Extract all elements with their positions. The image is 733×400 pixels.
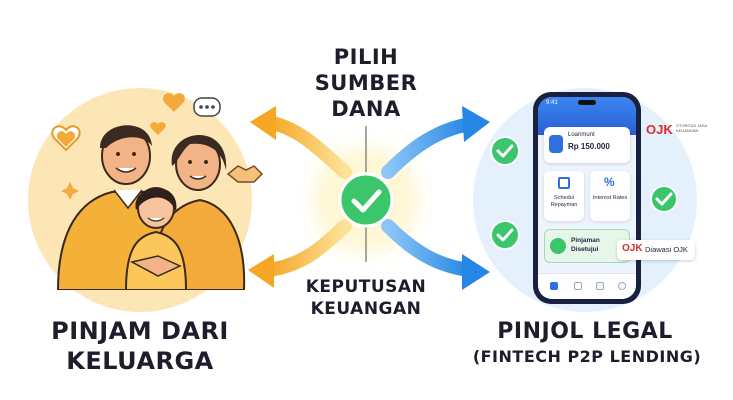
phone-frame: 9:41 Loanmunt Rp 150.000 Schedul Repayma…	[533, 92, 641, 304]
money-bag-icon	[549, 135, 563, 153]
approval-card[interactable]: Pinjaman Disetujui	[544, 229, 630, 263]
arrow-to-family-top	[250, 106, 352, 179]
arrow-to-pinjol-bottom	[381, 219, 490, 290]
left-title-line-2: KELUARGA	[66, 347, 214, 375]
center-subtitle: KEPUTUSAN KEUANGAN	[281, 276, 451, 320]
center-title-line-3: DANA	[331, 97, 401, 121]
arrow-to-pinjol-top	[381, 106, 490, 179]
center-subtitle-line-2: KEUANGAN	[310, 299, 422, 319]
tile-interest[interactable]: % Interest Rates	[590, 171, 630, 221]
check-icon	[650, 185, 678, 213]
phone-screen: 9:41 Loanmunt Rp 150.000 Schedul Repayma…	[538, 97, 636, 299]
phone-notch	[578, 100, 596, 105]
ojk-caption: OTORITAS JASA KEUANGAN	[676, 123, 707, 133]
ojk-badge-logo: OJK	[622, 243, 643, 254]
profile-icon[interactable]	[618, 282, 626, 290]
left-title-line-1: PINJAM DARI	[51, 317, 229, 345]
center-check-icon	[338, 172, 394, 228]
ojk-badge-text: Diawasi OJK	[645, 245, 688, 254]
bottom-nav	[538, 273, 636, 299]
status-time: 9:41	[546, 100, 558, 106]
approval-text: Pinjaman Disetujui	[571, 237, 600, 253]
right-subtitle: (FINTECH P2P LENDING)	[472, 347, 702, 366]
arrow-to-family-bottom	[248, 219, 352, 288]
left-title: PINJAM DARI KELUARGA	[50, 316, 230, 376]
family-illustration	[51, 93, 264, 290]
calendar-icon	[558, 177, 570, 189]
percent-icon: %	[604, 175, 615, 189]
list-icon[interactable]	[574, 282, 582, 290]
approved-check-icon	[550, 238, 566, 254]
heart-icon	[150, 122, 166, 135]
handshake-icon	[226, 165, 264, 183]
heart-icon	[163, 93, 185, 112]
tile-repayment[interactable]: Schedul Repayman	[544, 171, 584, 221]
chat-bubble-icon	[193, 97, 221, 117]
home-icon[interactable]	[550, 282, 558, 290]
ojk-logo-text: OJK	[646, 122, 673, 137]
center-subtitle-line-1: KEPUTUSAN	[305, 277, 427, 297]
tile-interest-label: Interest Rates	[592, 195, 628, 201]
check-icon	[490, 136, 520, 166]
center-title-line-1: PILIH	[333, 45, 399, 69]
center-title: PILIH SUMBER DANA	[296, 44, 436, 122]
loan-label: Loanmunt	[568, 132, 595, 138]
cart-icon[interactable]	[596, 282, 604, 290]
center-title-line-2: SUMBER	[314, 71, 418, 95]
check-icon	[490, 220, 520, 250]
loan-card[interactable]: Loanmunt Rp 150.000	[544, 127, 630, 163]
ojk-logo: OJK OTORITAS JASA KEUANGAN	[646, 120, 716, 144]
ojk-badge: OJK Diawasi OJK	[617, 240, 695, 260]
loan-amount: Rp 150.000	[568, 142, 610, 151]
tile-repayment-label: Schedul Repayman	[550, 195, 578, 208]
right-title: PINJOL LEGAL	[497, 319, 673, 344]
